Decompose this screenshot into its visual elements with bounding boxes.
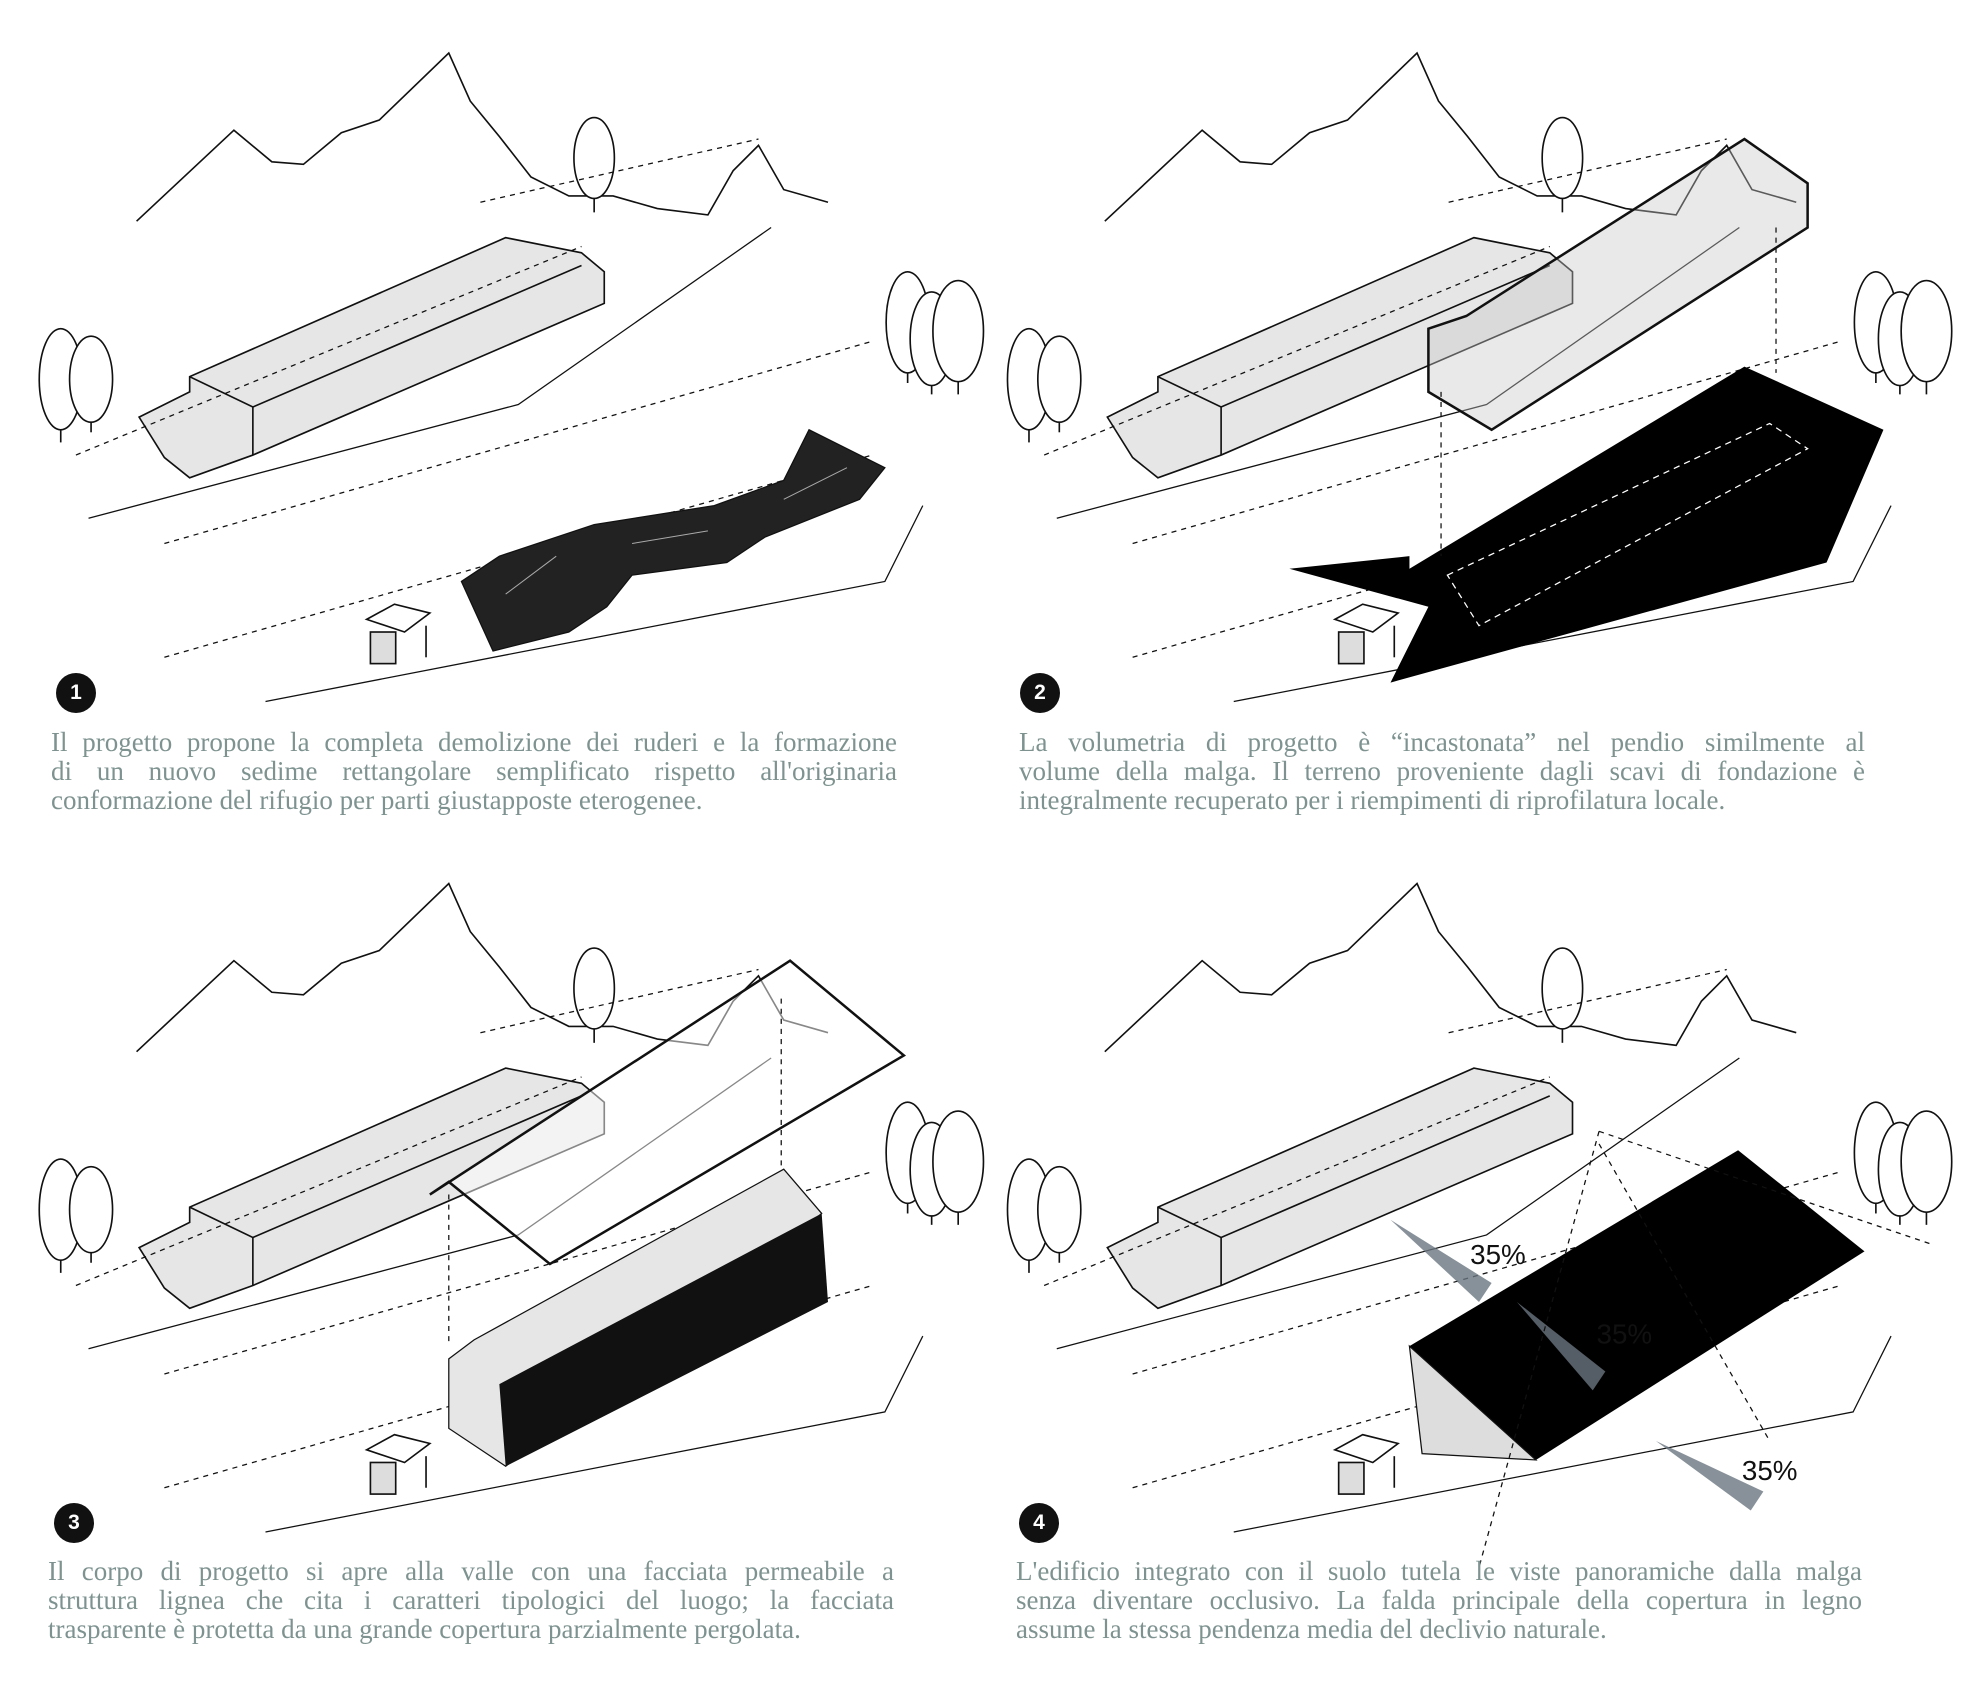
- timber-facade: [499, 1213, 828, 1467]
- panel-3-project: [429, 959, 907, 1468]
- caption-line: La volumetria di progetto è “incastonata…: [1019, 727, 1865, 757]
- panel-1-drawing: [38, 52, 985, 703]
- caption-line: integralmente recuperato per i riempimen…: [1019, 785, 1726, 815]
- excavation-slab: [1289, 366, 1884, 683]
- step-number-badge: 4: [1019, 1503, 1059, 1543]
- step-number-badge: 1: [56, 673, 96, 713]
- caption-line: trasparente è protetta da una grande cop…: [48, 1614, 801, 1644]
- caption-line: assume la stessa pendenza media del decl…: [1016, 1614, 1607, 1644]
- step-number-badge: 2: [1020, 673, 1060, 713]
- view-cones: [1390, 1219, 1764, 1511]
- slope-label: 35%: [1470, 1239, 1526, 1270]
- caption-line: Il progetto propone la completa demolizi…: [51, 727, 897, 757]
- caption-line: conformazione del rifugio per parti gius…: [51, 785, 703, 815]
- slope-label: 35%: [1597, 1319, 1653, 1350]
- step-number-badge: 3: [54, 1503, 94, 1543]
- ruins-footprint: [460, 428, 886, 652]
- slope-label: 35%: [1742, 1455, 1798, 1486]
- panel-1-caption: Il progetto propone la completa demolizi…: [51, 728, 897, 815]
- panel-2-caption: La volumetria di progetto è “incastonata…: [1019, 728, 1865, 815]
- caption-line: di un nuovo sedime rettangolare semplifi…: [51, 756, 897, 786]
- panel-4-caption: L'edificio integrato con il suolo tutela…: [1016, 1557, 1862, 1644]
- timber-roof: [1409, 1150, 1865, 1460]
- caption-line: struttura lignea che cita i caratteri ti…: [48, 1585, 894, 1615]
- panel-4-project: 35% 35% 35%: [1390, 1130, 1935, 1568]
- caption-line: volume della malga. Il terreno provenien…: [1019, 756, 1865, 786]
- roof-outline: [429, 959, 907, 1266]
- caption-line: senza diventare occlusivo. La falda prin…: [1016, 1585, 1862, 1615]
- caption-line: Il corpo di progetto si apre alla valle …: [48, 1556, 894, 1586]
- panel-3-caption: Il corpo di progetto si apre alla valle …: [48, 1557, 894, 1644]
- caption-line: L'edificio integrato con il suolo tutela…: [1016, 1556, 1862, 1586]
- panel-2-project: [1289, 137, 1884, 683]
- project-volume-outline: [1427, 137, 1809, 432]
